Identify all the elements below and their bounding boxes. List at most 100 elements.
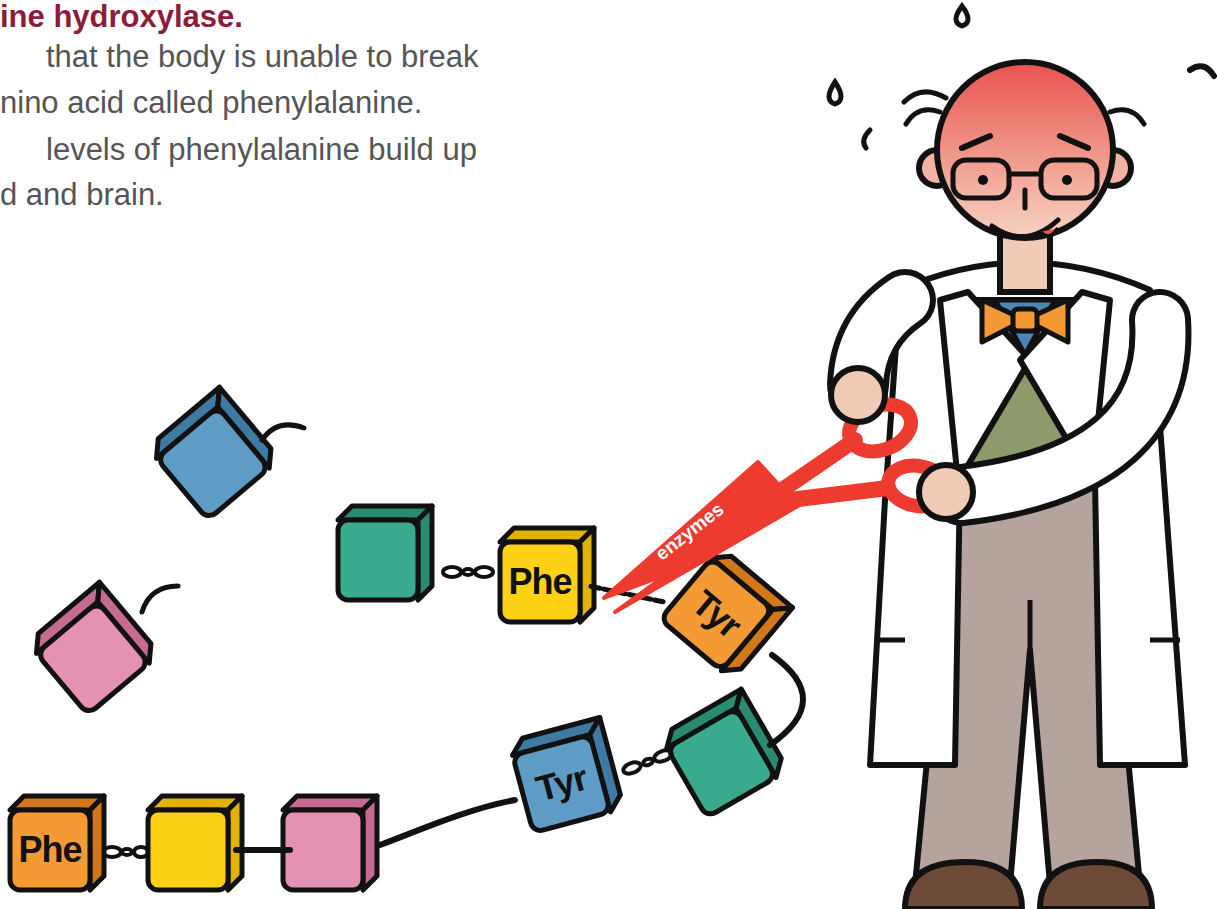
lab-coat (870, 263, 1185, 766)
cube-front (36, 602, 149, 715)
cube-top (147, 387, 228, 458)
amino-acid-cube: Phe (2, 790, 112, 900)
text-line: levels of phenylalanine build up (46, 131, 477, 168)
sleeve (858, 300, 905, 385)
sweat-drop (864, 130, 870, 148)
trouser-seam (1028, 600, 1033, 650)
cube-side (418, 506, 432, 600)
plain-cube (147, 387, 279, 519)
shoe (1040, 862, 1152, 909)
text-line: that the body is unable to break (46, 38, 479, 75)
plain-cube (27, 582, 159, 714)
cube-top (27, 582, 108, 653)
glasses (1041, 160, 1097, 198)
hair (904, 92, 1144, 124)
cube-side (363, 796, 377, 890)
chain-link (443, 567, 493, 577)
ear (919, 150, 955, 186)
coat-pocket (1150, 638, 1180, 643)
chain-ring (463, 569, 473, 575)
cube-front (660, 558, 773, 671)
shirt (995, 300, 1055, 355)
text-line: d and brain. (0, 176, 164, 213)
chain-ring (622, 760, 642, 776)
cube-top (338, 506, 432, 520)
cube-front (338, 520, 418, 600)
plain-cube (660, 689, 788, 817)
cube-front (148, 810, 228, 890)
sweat-drop (1190, 66, 1214, 76)
coat-pocket (880, 638, 905, 643)
chain-link (103, 847, 148, 857)
sweat-drop (829, 82, 841, 104)
hand (919, 465, 973, 519)
bow-tie (1025, 300, 1068, 342)
cube-top (148, 796, 242, 810)
eyebrow (962, 136, 1088, 148)
scissors-handle (785, 440, 855, 488)
cube-side (89, 582, 160, 663)
chain-ring (122, 849, 132, 855)
coat-lapel (940, 292, 1030, 482)
hand (831, 368, 885, 422)
chain-link (591, 586, 663, 601)
scissors-blade (604, 462, 798, 598)
broken-wire (262, 425, 304, 440)
cube-front (10, 810, 90, 890)
chain-ring (134, 847, 148, 857)
sleeve-outline (858, 300, 905, 385)
plain-cube (283, 796, 377, 890)
trousers (915, 440, 1140, 885)
coat-lapel (1020, 292, 1110, 482)
cube-side (209, 387, 280, 468)
glasses (953, 160, 1009, 198)
sweat-drop (956, 6, 968, 26)
cube-side (729, 689, 788, 777)
broken-wire (142, 586, 178, 612)
shoe (905, 862, 1022, 909)
cube-front (156, 407, 269, 520)
glasses-bridge (1009, 172, 1041, 177)
chain-ring (475, 567, 493, 577)
cube-front (667, 708, 776, 817)
cube-top (660, 689, 748, 748)
sleeve (962, 320, 1160, 495)
chain-ring (443, 567, 461, 577)
head (937, 62, 1113, 238)
plain-cube (338, 506, 432, 600)
bow-tie (982, 300, 1025, 342)
wire (770, 655, 803, 745)
neck (1000, 222, 1050, 292)
tongue (1040, 228, 1058, 236)
text-line: nino acid called phenylalanine. (0, 84, 422, 121)
eye (978, 175, 988, 185)
cube-side (228, 796, 242, 890)
scissors-handle (790, 488, 888, 500)
chain-ring (642, 757, 653, 766)
bow-tie-knot (1013, 309, 1037, 331)
eye (1062, 175, 1072, 185)
vest (958, 300, 1092, 482)
nose (1023, 190, 1028, 208)
scissors-ring (885, 461, 951, 511)
cube-front (283, 810, 363, 890)
mouth (992, 220, 1058, 237)
scissors-blade (615, 498, 784, 612)
wire (380, 800, 515, 845)
cube-top (283, 796, 377, 810)
sleeve-outline (962, 320, 1160, 495)
cube-front (513, 735, 611, 833)
cube-front (500, 542, 580, 622)
amino-acid-cube: Tyr (500, 710, 635, 845)
text-line: ine hydroxylase. (0, 0, 243, 35)
chain-ring (653, 748, 673, 764)
scissors-label: enzymes (651, 498, 728, 565)
scissors-ring (842, 396, 917, 459)
ear (1095, 150, 1131, 186)
amino-acid-name: Phe (500, 542, 580, 622)
wire (236, 847, 290, 853)
amino-acid-cube: Phe (492, 522, 602, 632)
amino-acid-name: Phe (10, 810, 90, 890)
